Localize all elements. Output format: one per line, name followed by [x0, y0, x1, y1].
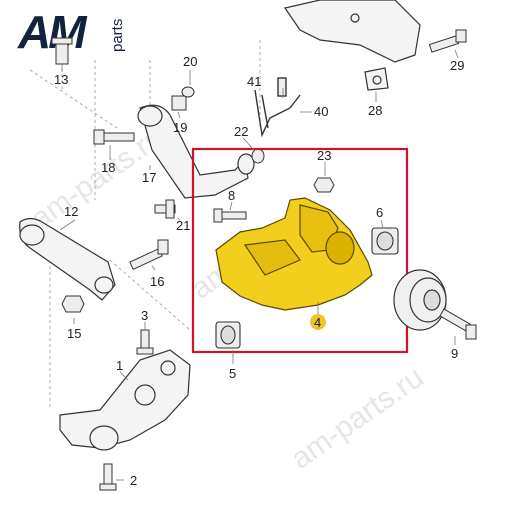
bolt-8 — [213, 208, 247, 223]
nut-23 — [313, 177, 335, 193]
bushing-6 — [371, 227, 399, 255]
bolt-29 — [428, 29, 467, 53]
callout-21: 21 — [176, 218, 190, 233]
callout-17: 17 — [142, 170, 156, 185]
callout-41: 41 — [247, 74, 261, 89]
leader-lines — [59, 49, 459, 481]
callout-23: 23 — [317, 148, 331, 163]
part-4-badge: 4 — [310, 314, 326, 330]
callout-2: 2 — [130, 473, 137, 488]
upper-trailing-arm — [284, 0, 421, 91]
callout-12: 12 — [64, 204, 78, 219]
callout-9: 9 — [451, 346, 458, 361]
callout-13: 13 — [54, 72, 68, 87]
callout-28: 28 — [368, 103, 382, 118]
logo-brand: AM — [17, 6, 88, 58]
bracket-40 — [254, 77, 301, 138]
callout-18: 18 — [101, 160, 115, 175]
nut-15 — [61, 295, 85, 313]
bolt-2 — [99, 463, 117, 491]
callout-1: 1 — [116, 358, 123, 373]
callout-22: 22 — [234, 124, 248, 139]
toe-link-12 — [19, 217, 116, 301]
callout-3: 3 — [141, 308, 148, 323]
callout-19: 19 — [173, 120, 187, 135]
am-parts-logo: AM parts — [17, 6, 126, 58]
callout-29: 29 — [450, 58, 464, 73]
logo-suffix: parts — [109, 19, 126, 52]
bolt-9 — [439, 308, 477, 340]
callout-15: 15 — [67, 326, 81, 341]
wheel-carrier-4 — [215, 197, 373, 311]
callout-20: 20 — [183, 54, 197, 69]
bushing-5 — [215, 321, 241, 349]
bolt-16 — [129, 239, 169, 271]
bolt-3 — [136, 329, 154, 355]
bolt-18 — [93, 129, 135, 145]
callout-8: 8 — [228, 188, 235, 203]
callout-16: 16 — [150, 274, 164, 289]
callout-5: 5 — [229, 366, 236, 381]
control-arm-17 — [137, 104, 255, 199]
watermark-bottom: am-parts.ru — [285, 361, 430, 476]
highlight-frame — [191, 147, 409, 354]
wheel-hub — [393, 269, 447, 331]
bushings-19-20-22 — [171, 86, 265, 164]
bolt-21 — [154, 199, 176, 219]
callout-6: 6 — [376, 205, 383, 220]
callout-4: 4 — [314, 315, 321, 330]
lower-arm-1 — [59, 349, 191, 451]
callout-40: 40 — [314, 104, 328, 119]
bolt-13 — [51, 37, 73, 65]
callout-labels: 13 20 19 18 17 22 41 40 28 29 23 8 21 6 … — [54, 54, 464, 488]
